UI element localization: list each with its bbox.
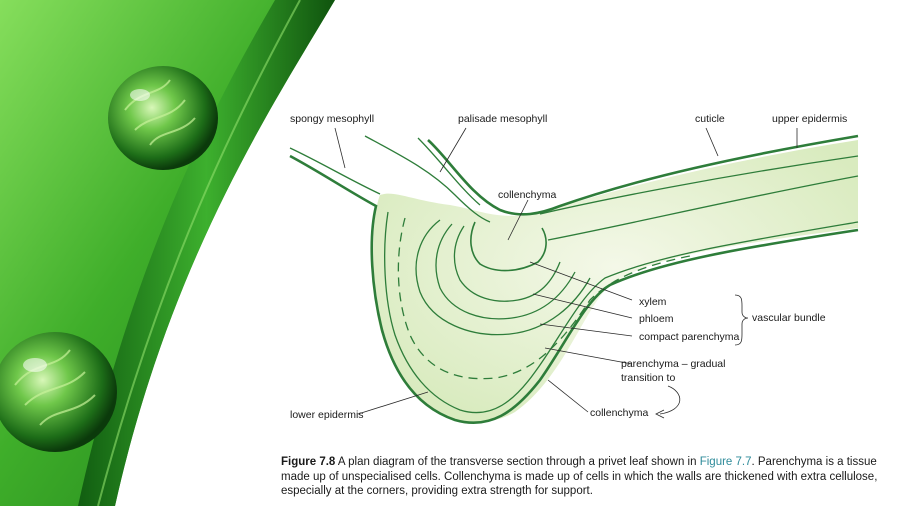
lower-epidermis-outer (289, 154, 859, 425)
xylem-arc (453, 225, 561, 302)
collenchyma-upper-arc (470, 221, 547, 272)
upper-epidermis-line (289, 147, 381, 195)
caption-text-before-link: A plan diagram of the transverse section… (335, 456, 700, 468)
water-droplet-top (108, 66, 218, 170)
label-cuticle: cuticle (695, 113, 725, 125)
label-xylem: xylem (639, 296, 667, 308)
label-phloem: phloem (639, 313, 674, 325)
lower-epidermis-inner (384, 211, 859, 414)
water-droplet-bottom (0, 332, 117, 452)
compact-parenchyma-arc (415, 219, 591, 336)
plant-stem-shape (78, 0, 335, 506)
label-spongy-mesophyll: spongy mesophyll (290, 113, 375, 125)
label-parenchyma-transition-line1: parenchyma – gradual (621, 358, 726, 370)
figure-number: Figure 7.8 (281, 456, 336, 468)
label-collenchyma-bottom: collenchyma (590, 407, 649, 419)
label-leader-lines (334, 127, 798, 419)
label-palisade-mesophyll: palisade mesophyll (458, 113, 548, 125)
phloem-arc (435, 223, 576, 320)
label-vascular-bundle: vascular bundle (752, 312, 826, 324)
spongy-mesophyll-boundary (364, 135, 491, 223)
label-compact-parenchyma: compact parenchyma (639, 331, 740, 343)
caption-text-after-link: . Parenchyma is a tissue made up of unsp… (281, 456, 878, 497)
palisade-mesophyll-boundary (417, 137, 481, 206)
leaf-section-diagram (289, 134, 859, 425)
cuticle-line (427, 134, 859, 216)
parenchyma-dashed-line (397, 217, 691, 380)
upper-surface-inner (539, 155, 859, 215)
label-upper-epidermis: upper epidermis (772, 113, 848, 125)
figure-7-7-link[interactable]: Figure 7.7 (699, 456, 752, 468)
blade-middle-line (547, 175, 859, 241)
label-collenchyma-top: collenchyma (498, 189, 557, 201)
figure-caption: Figure 7.8 A plan diagram of the transve… (281, 455, 881, 499)
label-lower-epidermis: lower epidermis (290, 409, 364, 421)
label-parenchyma-transition-line2: transition to (621, 372, 676, 384)
